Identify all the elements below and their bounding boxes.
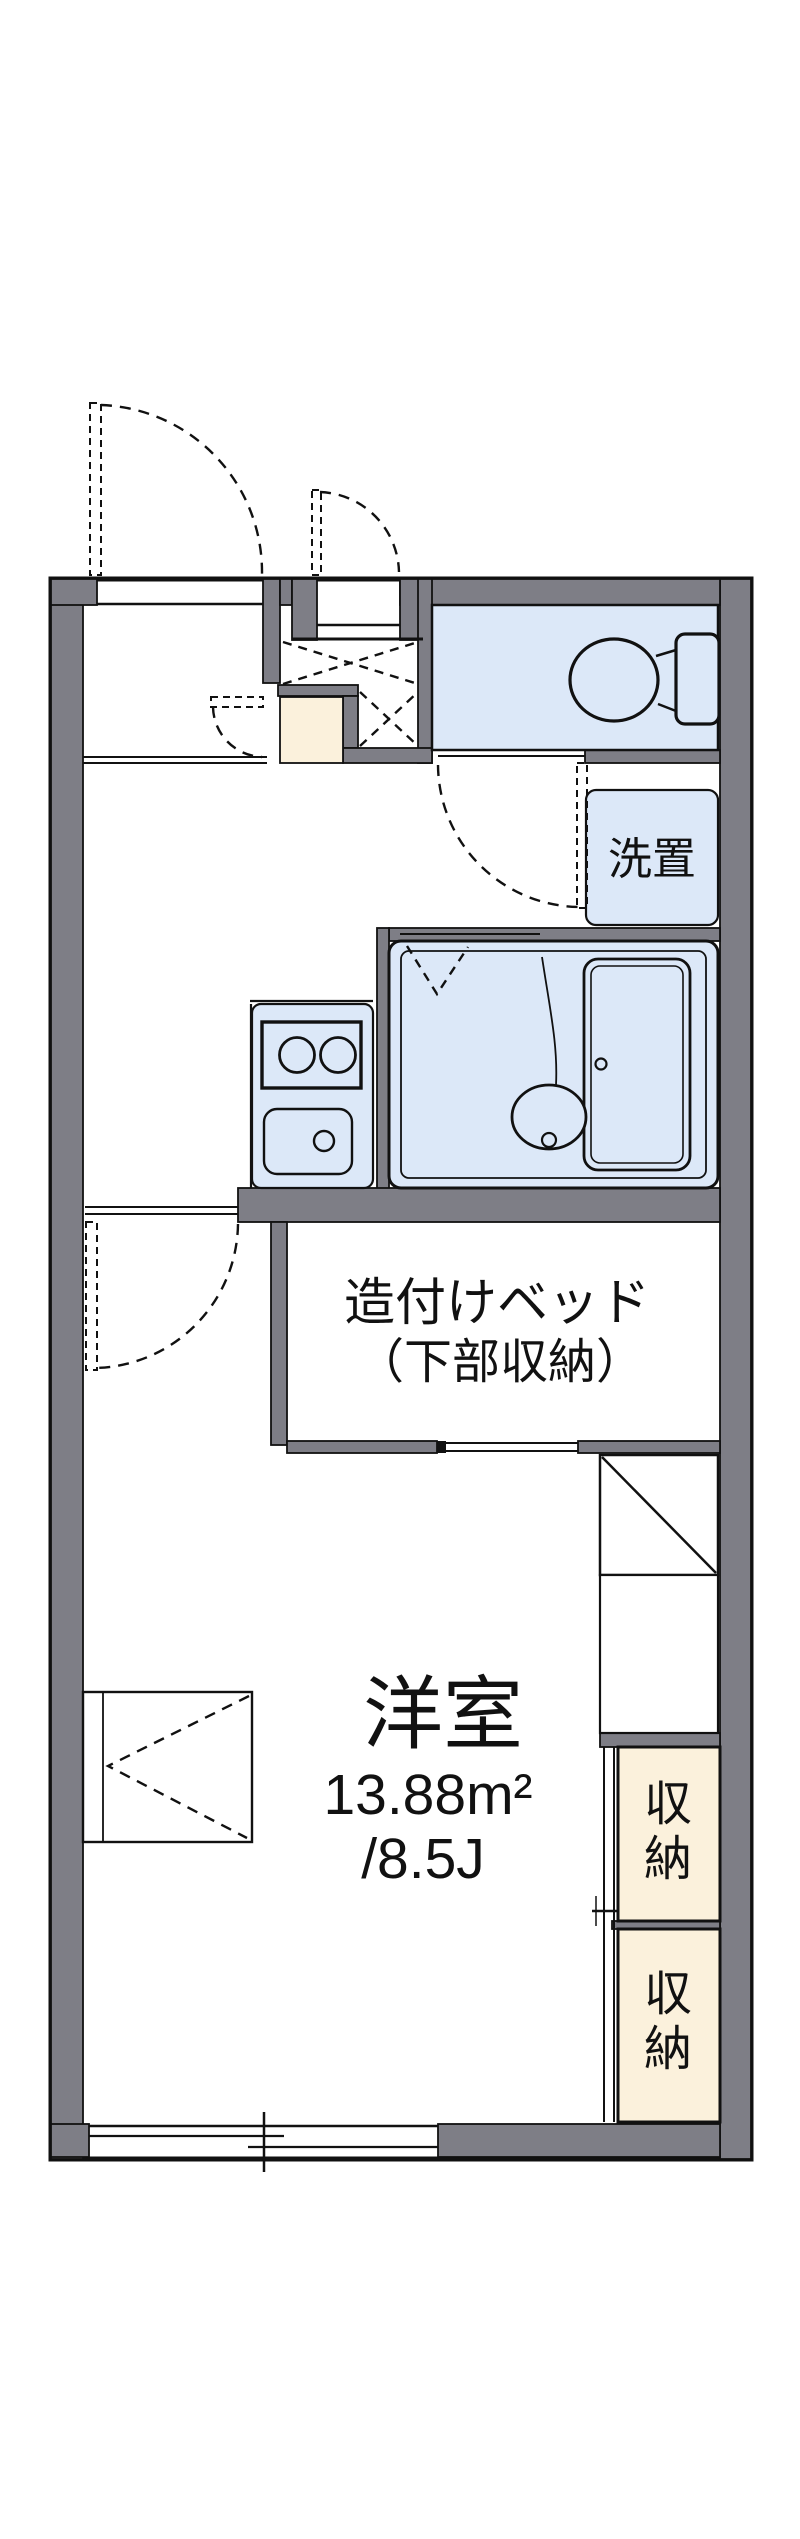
doors: [85, 402, 588, 1371]
closet-door-leaf: [311, 489, 322, 576]
room-area-tatami-label: /8.5J: [361, 1827, 485, 1891]
toilet-door-leaf: [576, 762, 588, 909]
genkan-door-leaf: [210, 696, 264, 708]
washer-space-box: [584, 788, 720, 927]
overhead-cabinet-x-lower: [359, 691, 419, 747]
wall-top-left-stub: [50, 578, 98, 606]
genkan-door-swing-arc: [211, 706, 263, 759]
wall-closet-bottom: [342, 747, 433, 764]
sink-icon: [262, 1107, 354, 1176]
toilet-tank-icon: [674, 632, 721, 726]
built-in-bed: 造付けベッド （下部収納）: [344, 1274, 650, 1389]
wall-storage-top: [599, 1732, 721, 1748]
toilet-door-swing-arc: [436, 764, 582, 909]
storage-closets: 収納 収納: [616, 1745, 722, 2124]
wall-kitchen-bath-divider: [376, 927, 390, 1191]
entrance-door-swing-arc: [100, 403, 264, 575]
bathroom-floor: [387, 939, 720, 1190]
bed-label-line2: （下部収納）: [356, 1336, 644, 1389]
stove-burner-right-icon: [319, 1036, 357, 1074]
open-shelf-box: [598, 1573, 720, 1735]
wall-top-mid: [291, 578, 318, 641]
sink-drain-icon: [312, 1129, 336, 1153]
wall-closet-toilet-pillar: [417, 578, 433, 764]
hall-threshold-lines: [83, 756, 267, 764]
closet-door-swing-arc: [319, 490, 401, 573]
bathtub-drain-icon: [594, 1057, 608, 1071]
wall-bed-left: [270, 1221, 288, 1446]
toilet-room: [430, 603, 721, 752]
corner-shelf-diagonal: [601, 1456, 717, 1574]
wall-closet-vertical: [342, 695, 359, 749]
storage-sliding-track: [603, 1747, 615, 2122]
entrance-area: [279, 640, 419, 764]
wall-top-right: [399, 578, 721, 606]
room-door-threshold: [85, 1206, 238, 1215]
bed-label-line1: 造付けベッド: [344, 1274, 650, 1331]
storage-lower-box: [616, 1927, 722, 2124]
room-door-swing-arc: [94, 1223, 240, 1370]
room-name-label: 洋室: [363, 1670, 523, 1759]
wall-left: [50, 578, 84, 2160]
wall-top-slot-band: [279, 578, 293, 606]
entrance-door-leaf: [89, 402, 102, 576]
wall-bottom-left-corner: [50, 2123, 90, 2158]
washbasin-icon: [510, 1083, 588, 1151]
wall-closet-horizontal: [277, 684, 359, 697]
walls: [50, 578, 752, 2160]
genkan-floor: [279, 696, 344, 764]
washer-space-label: 洗置: [608, 835, 696, 884]
bed-edge-cap: [437, 1441, 446, 1453]
washbasin-faucet-icon: [540, 1131, 558, 1149]
stove-icon: [260, 1020, 363, 1090]
wall-bottom-right: [437, 2123, 721, 2158]
wall-bed-bottom-left: [286, 1440, 438, 1454]
opening-lines: [83, 602, 621, 2172]
room-area-sqm-label: 13.88m²: [323, 1763, 532, 1827]
toilet-seat-lines: [655, 648, 677, 713]
western-room: 洋室 13.88m² /8.5J: [81, 1670, 533, 1891]
bath-folding-door-icon: [405, 945, 470, 997]
left-window-chevron: [105, 1694, 250, 1840]
storage-upper-box: [616, 1745, 722, 1923]
wall-entry-pillar: [262, 578, 281, 684]
toilet-icon: [568, 637, 660, 723]
kitchen: [250, 1002, 375, 1190]
stove-burner-left-icon: [278, 1036, 316, 1074]
storage-upper-label: 収納: [644, 1778, 692, 1886]
washer-space: 洗置: [584, 788, 720, 927]
wall-right: [719, 578, 752, 2160]
bathtub-inner-line: [590, 965, 684, 1164]
bath-partition-curve: [541, 956, 558, 1086]
wall-toilet-bottom: [584, 749, 721, 764]
room-door-leaf: [85, 1221, 98, 1371]
wall-below-kitchen-bath: [237, 1187, 721, 1223]
bathroom-inner-line: [400, 950, 707, 1179]
bathtub-icon: [582, 957, 692, 1172]
wall-bed-bottom-right: [577, 1440, 721, 1454]
bed-front-edge: [437, 1442, 578, 1452]
shelf-column: [598, 1453, 720, 1735]
overhead-cabinet-x-upper: [282, 640, 419, 686]
bathroom: [387, 939, 720, 1190]
storage-lower-label: 収納: [644, 1968, 692, 2076]
